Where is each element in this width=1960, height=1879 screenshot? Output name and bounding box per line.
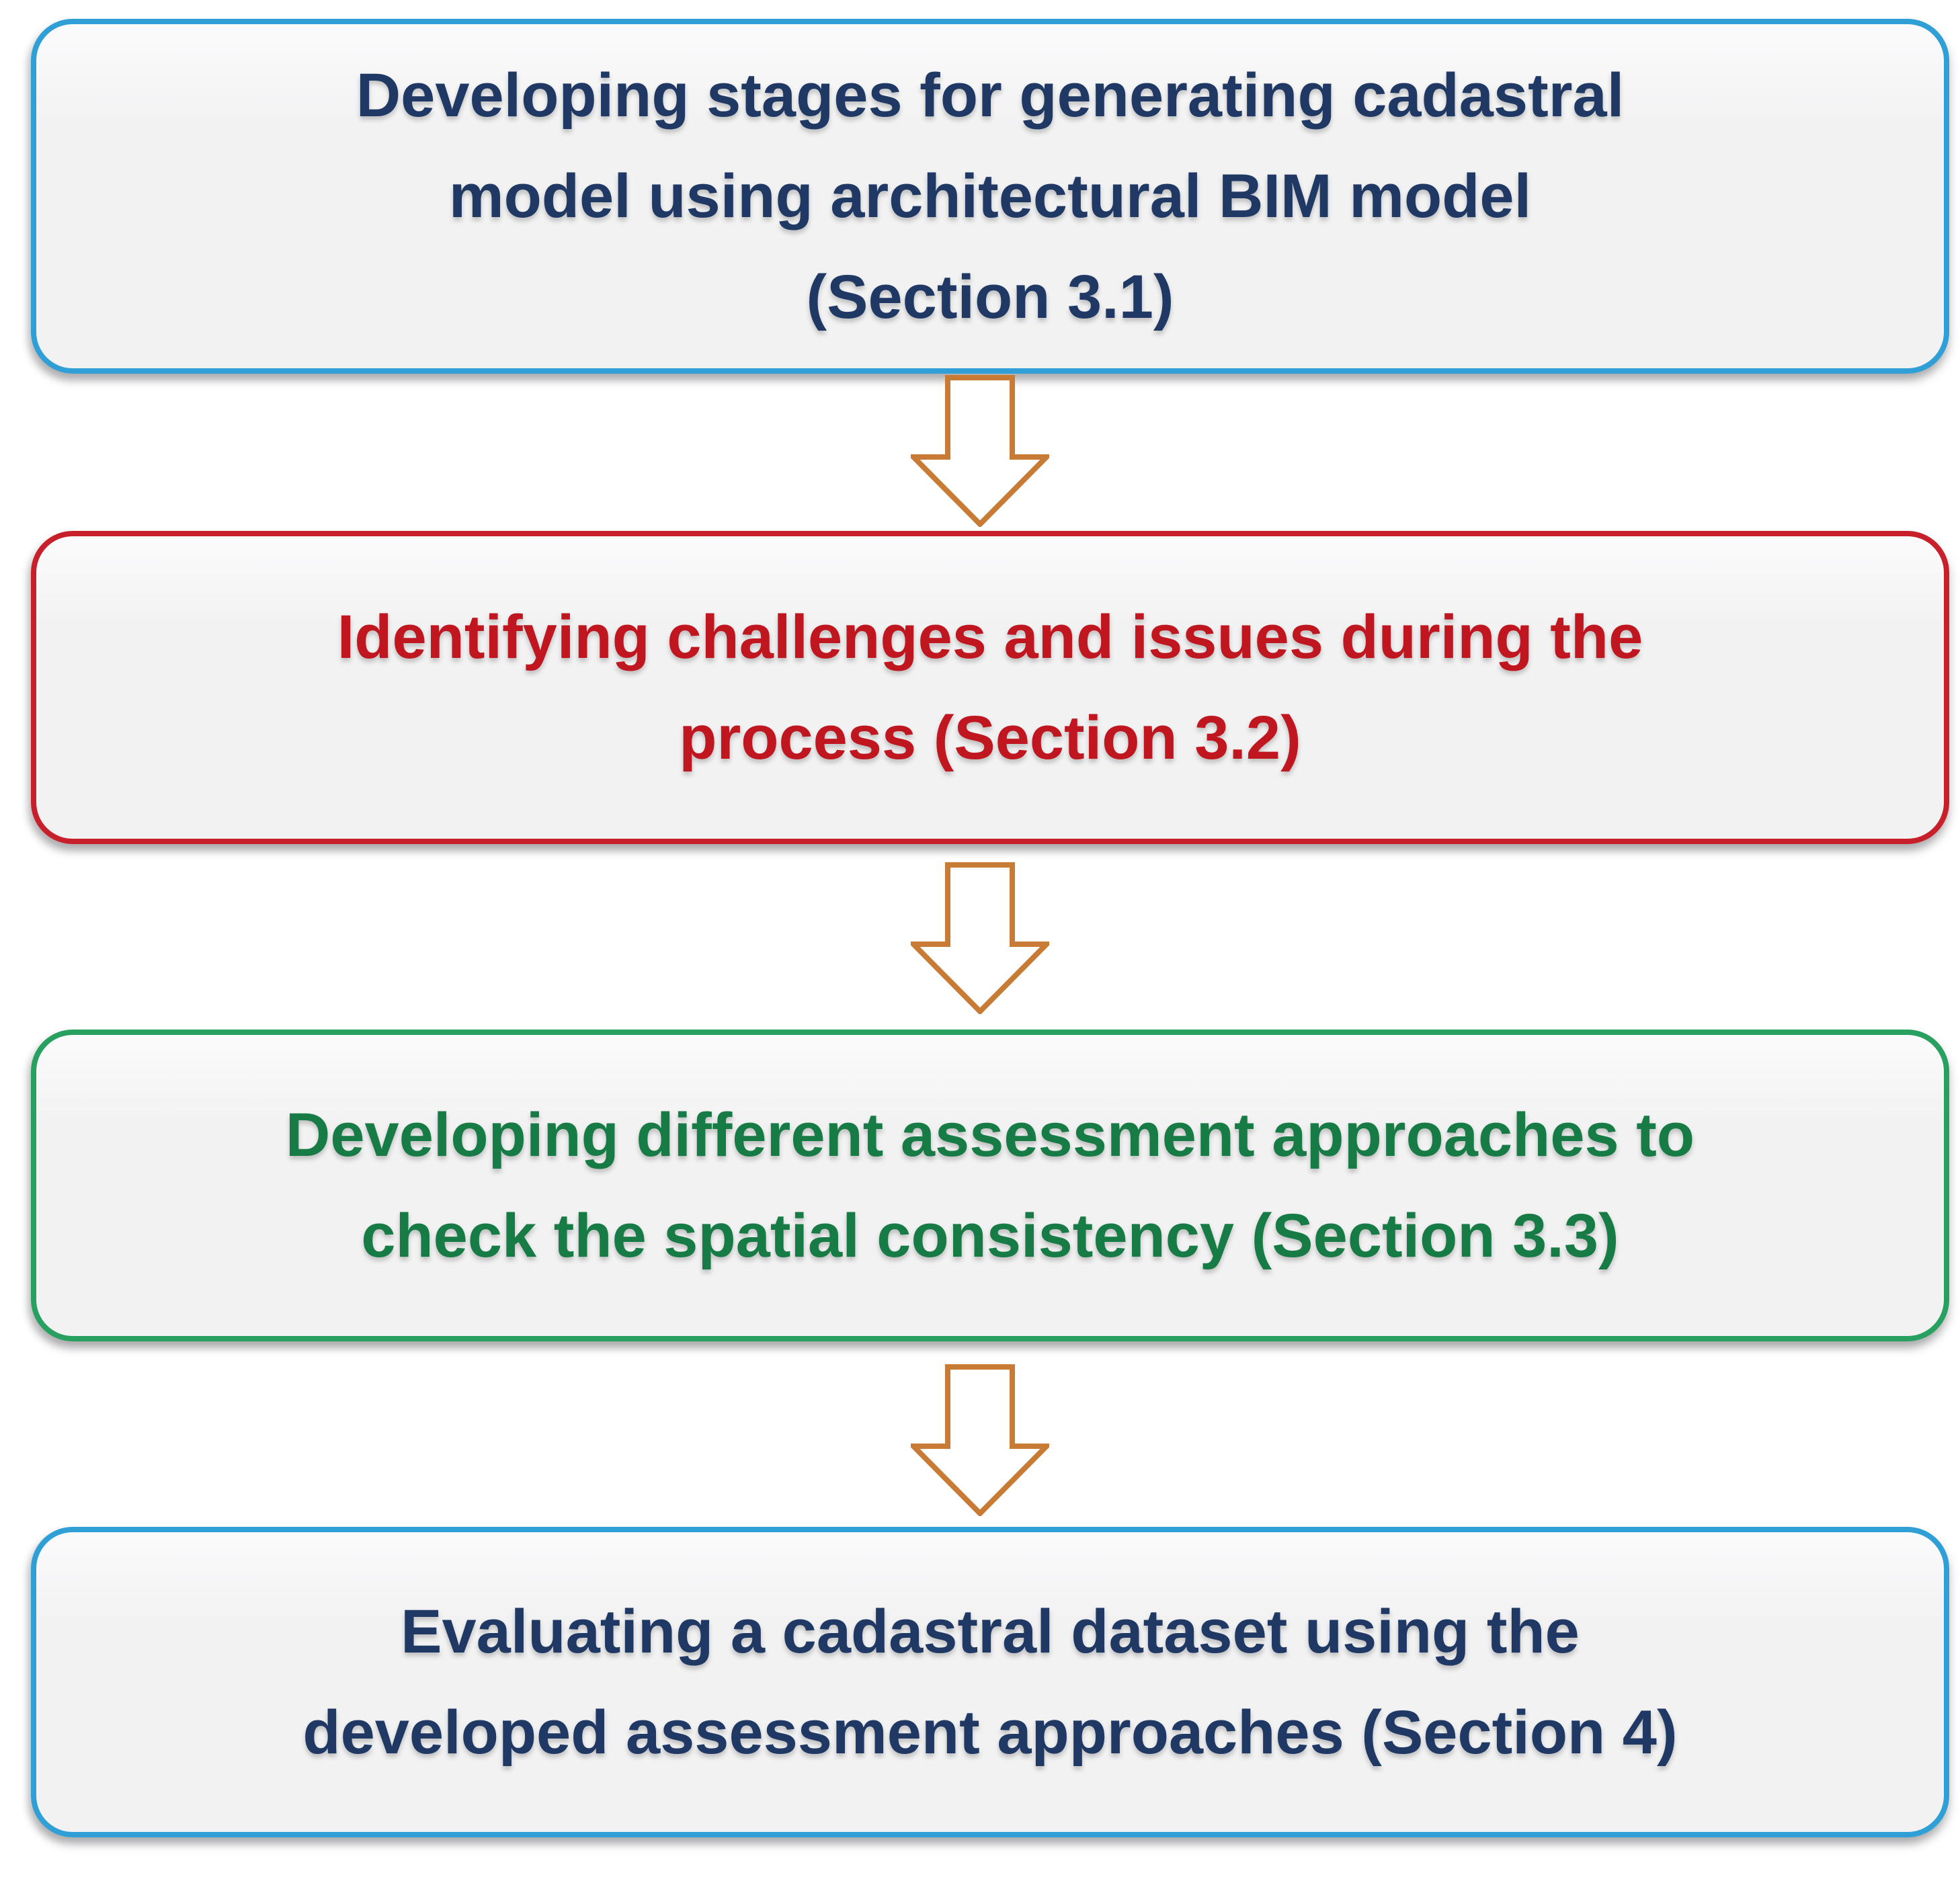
stage-box-evaluating-dataset: Evaluating a cadastral dataset using the… bbox=[31, 1527, 1949, 1837]
stage-1-line-1: Developing stages for generating cadastr… bbox=[356, 61, 1625, 130]
down-arrow-icon bbox=[911, 375, 1049, 527]
stage-3-line-1: Developing different assessment approach… bbox=[285, 1101, 1695, 1169]
down-arrow-shape bbox=[911, 375, 1049, 527]
down-arrow-shape bbox=[911, 1364, 1049, 1516]
stage-1-line-2: model using architectural BIM model bbox=[448, 162, 1532, 231]
stage-3-line-2: check the spatial consistency (Section 3… bbox=[361, 1202, 1619, 1270]
stage-2-line-2: process (Section 3.2) bbox=[679, 704, 1301, 772]
stage-2-line-1: Identifying challenges and issues during… bbox=[337, 603, 1643, 671]
down-arrow-shape bbox=[911, 862, 1049, 1014]
down-arrow-icon bbox=[911, 862, 1049, 1014]
stage-4-line-1: Evaluating a cadastral dataset using the bbox=[401, 1597, 1580, 1666]
stage-1-line-3: (Section 3.1) bbox=[806, 263, 1174, 331]
stage-4-line-2: developed assessment approaches (Section… bbox=[302, 1698, 1678, 1767]
stage-box-assessment-approaches: Developing different assessment approach… bbox=[31, 1030, 1949, 1341]
down-arrow-icon bbox=[911, 1364, 1049, 1516]
stage-box-identifying-challenges: Identifying challenges and issues during… bbox=[31, 531, 1949, 844]
stage-box-developing-stages: Developing stages for generating cadastr… bbox=[31, 19, 1949, 374]
